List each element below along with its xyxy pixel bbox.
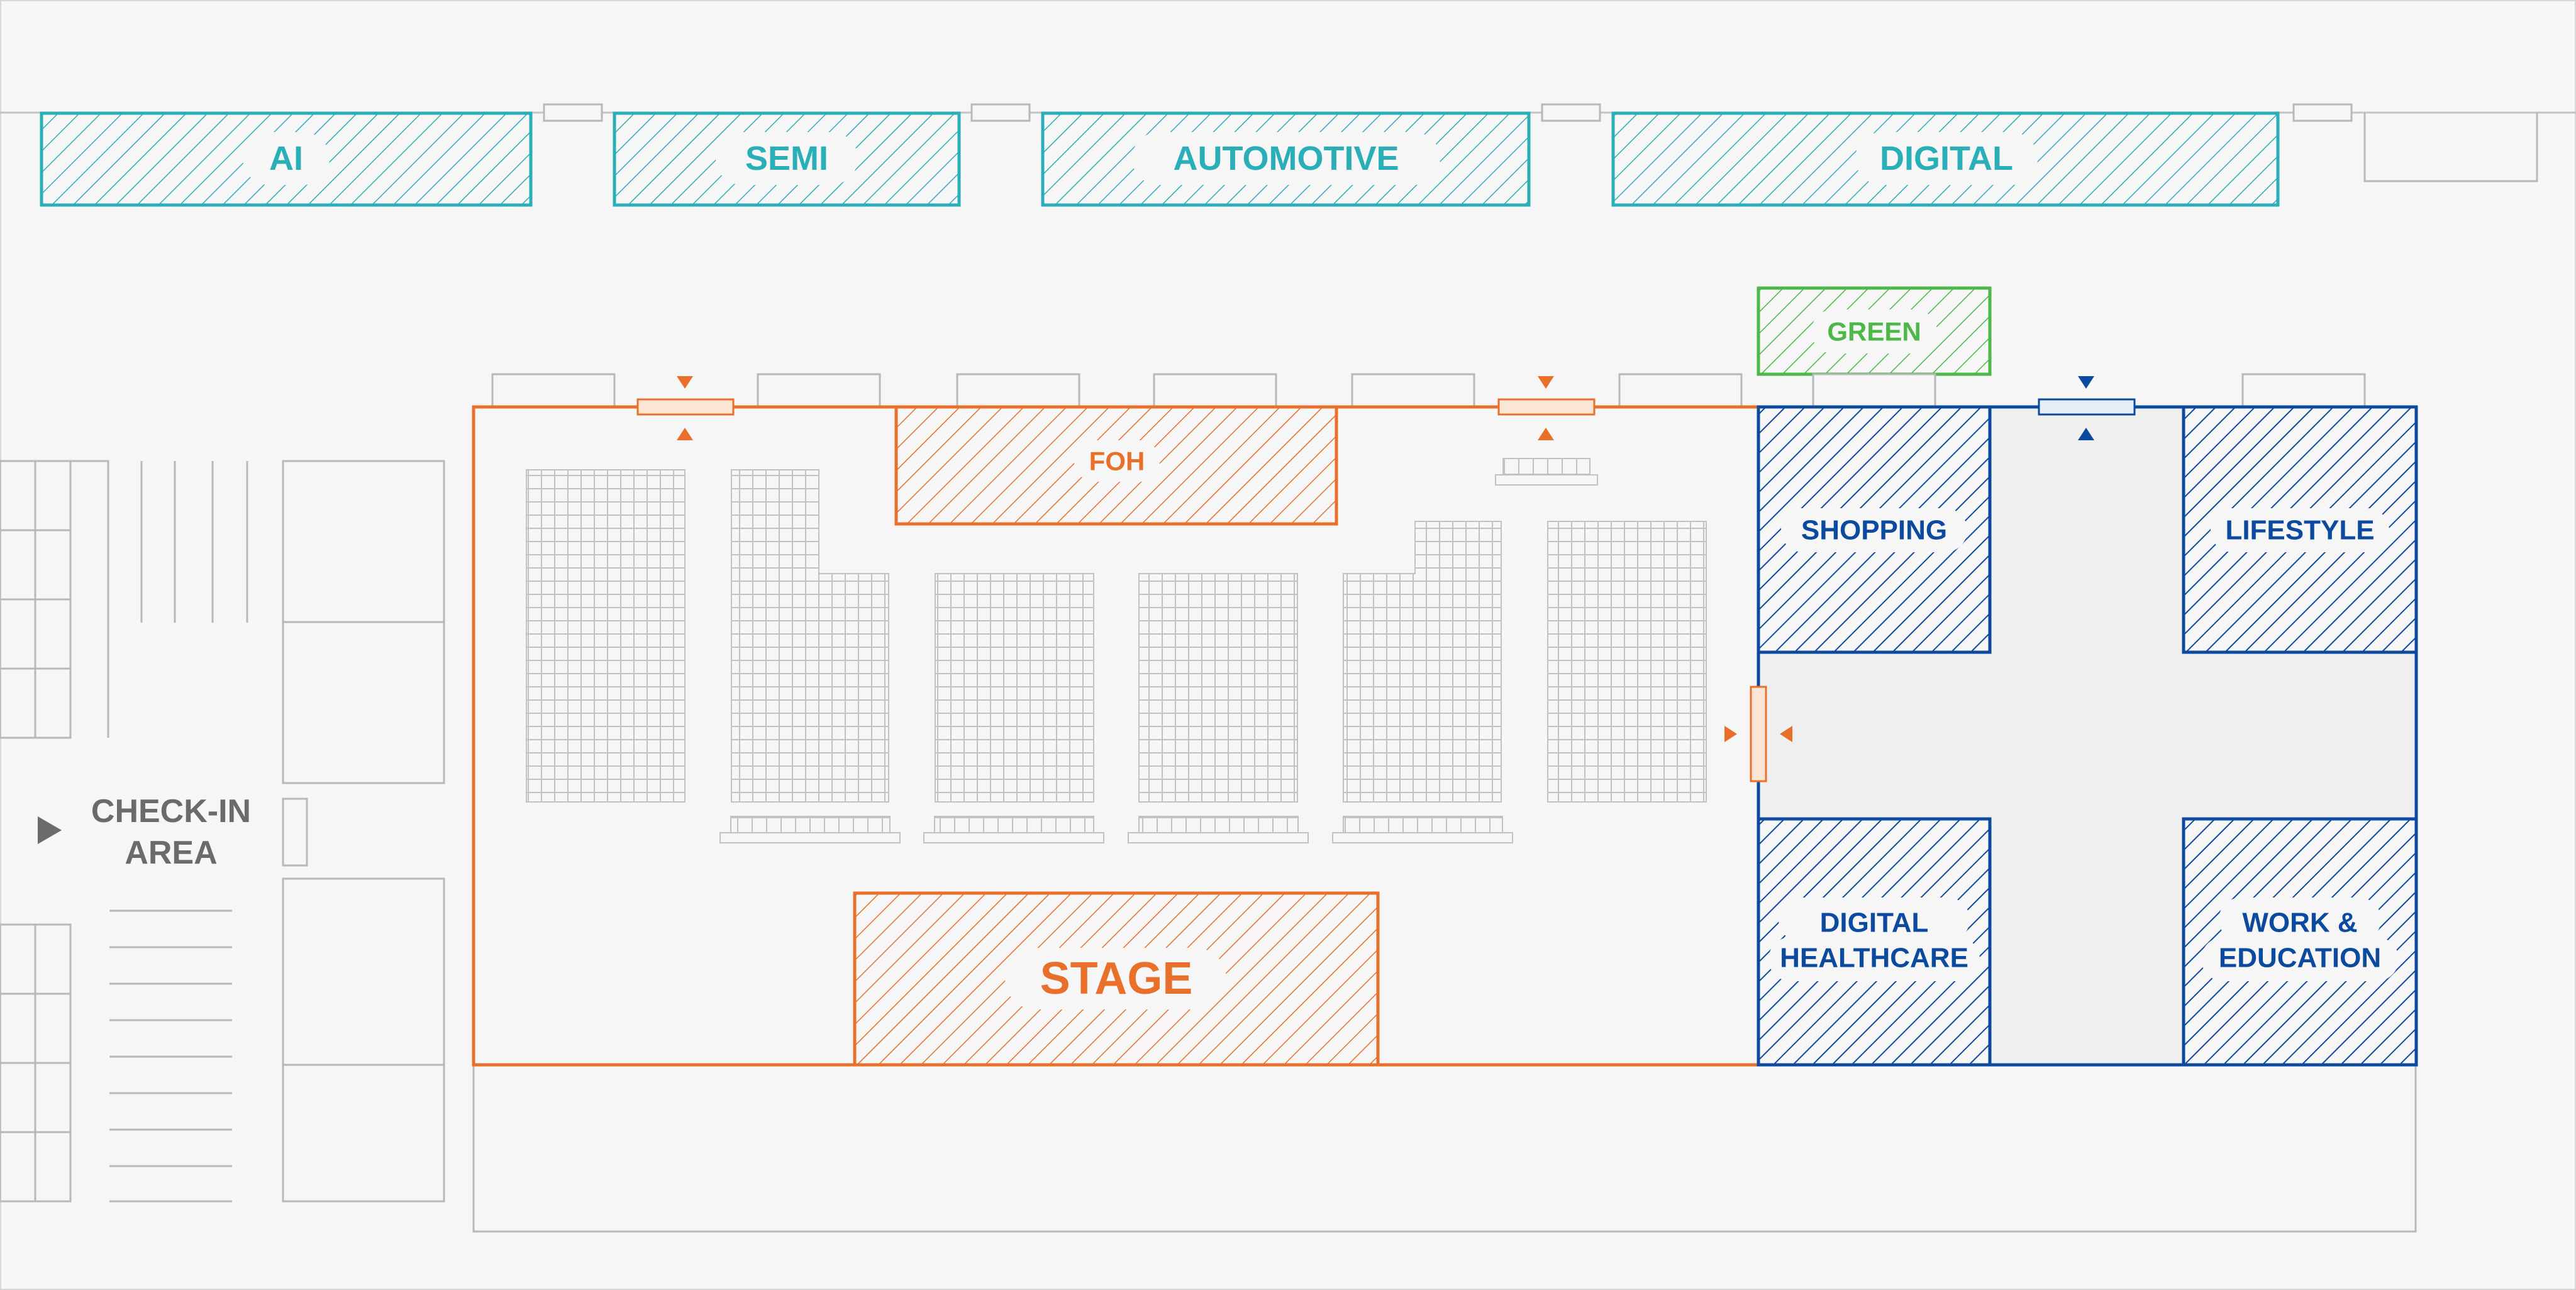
seat-rows-bottom [719,458,1598,843]
play-triangle-icon [38,816,62,844]
check-in-label-line1: CHECK-IN [91,793,251,830]
check-in-label-line2: AREA [125,835,217,871]
zone-shopping[interactable]: SHOPPING [1757,405,1992,654]
zone-automotive-label: AUTOMOTIVE [1173,140,1399,177]
entrance-marker-blue[interactable] [2038,376,2136,440]
zone-foh-label: FOH [1089,447,1145,476]
zone-green-label: GREEN [1827,317,1921,347]
lower-hall [472,1064,2417,1233]
seat-block-1 [526,469,686,803]
door-arrows-icon [1724,726,1737,742]
zone-work-education[interactable]: WORK & EDUCATION [2182,817,2418,1067]
zone-digital-healthcare-label-line2: HEALTHCARE [1780,943,1968,974]
left-furniture [0,460,445,1203]
door-arrows-icon [1538,376,1554,389]
seating-blocks [526,469,1707,803]
entrance-marker-side[interactable] [1724,686,1792,782]
booth-row-top [491,373,2366,408]
zone-digital-healthcare[interactable]: DIGITAL HEALTHCARE [1757,817,1992,1067]
seat-block-3 [935,573,1094,803]
zone-digital-healthcare-label-line1: DIGITAL [1820,908,1929,938]
zone-ai[interactable]: AI [40,111,533,207]
door-arrows-icon [677,376,693,389]
zone-digital[interactable]: DIGITAL [1611,111,2280,207]
zone-shopping-label: SHOPPING [1801,515,1947,546]
check-in-area[interactable]: CHECK-IN AREA [38,793,251,871]
seat-block-5 [1343,521,1502,803]
seat-block-2 [731,469,889,803]
entrance-marker-right[interactable] [1497,376,1596,440]
zone-foh[interactable]: FOH [894,405,1338,526]
zone-lifestyle-label: LIFESTYLE [2225,515,2374,546]
zone-semi-label: SEMI [745,140,828,177]
door-arrows-icon [2078,376,2094,389]
zone-semi[interactable]: SEMI [613,111,961,207]
zone-stage[interactable]: STAGE [853,891,1380,1067]
zone-green[interactable]: GREEN [1757,286,1992,376]
zone-lifestyle[interactable]: LIFESTYLE [2182,405,2418,654]
zone-work-education-label-line1: WORK & [2242,908,2357,938]
zone-digital-label: DIGITAL [1880,140,2013,177]
seat-block-6 [1547,521,1707,803]
top-right-room [2363,113,2538,182]
seat-block-4 [1138,573,1298,803]
zone-automotive[interactable]: AUTOMOTIVE [1041,111,1531,207]
entrance-marker-left[interactable] [636,376,735,440]
zone-stage-label: STAGE [1040,954,1193,1004]
top-doors [543,103,2353,122]
zone-work-education-label-line2: EDUCATION [2219,943,2381,974]
zone-ai-label: AI [269,140,303,177]
